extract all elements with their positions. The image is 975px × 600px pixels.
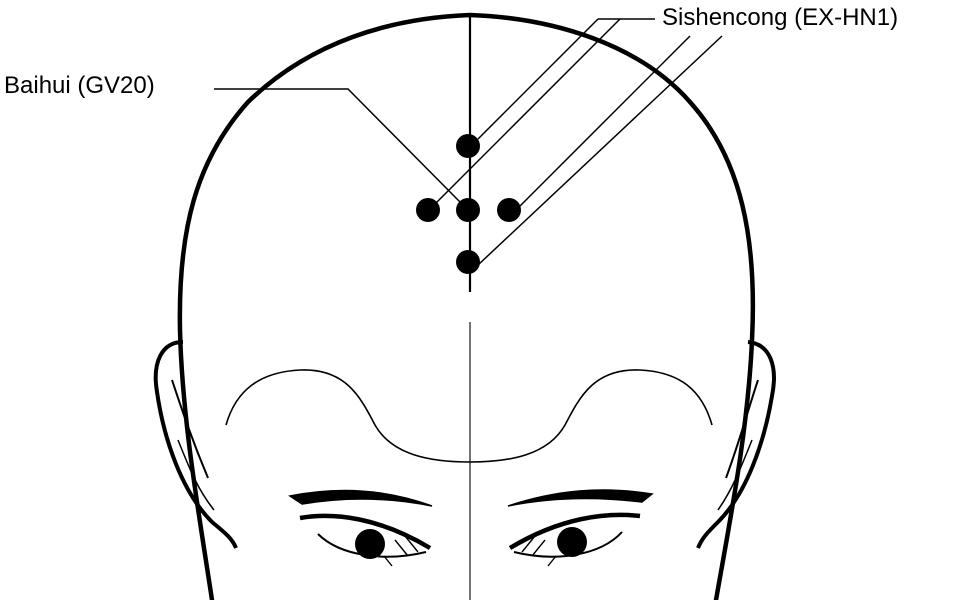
- baihui-leader-line: [214, 88, 461, 203]
- left-ear-inner: [171, 379, 209, 479]
- sishencong-point-anterior: [456, 134, 480, 158]
- left-ear: [153, 340, 238, 549]
- head-outline: [177, 12, 756, 600]
- left-eye-lashes: [383, 535, 419, 567]
- sishencong-point-left: [416, 198, 440, 222]
- right-ear-inner: [725, 379, 759, 479]
- right-eyebrow: [507, 489, 654, 507]
- right-ear-fold: [717, 439, 753, 511]
- sishencong-leader-left: [433, 18, 621, 206]
- left-ear-fold: [177, 439, 215, 511]
- left-eye-upper-lid: [299, 513, 432, 550]
- right-eye-pupil: [557, 527, 587, 557]
- hairline: [225, 369, 713, 463]
- right-eye-upper-lid: [508, 512, 641, 550]
- right-eye-lashes: [521, 535, 557, 567]
- sishencong-point-right: [497, 198, 521, 222]
- right-ear: [696, 340, 776, 549]
- sishencong-leader-posterior: [477, 35, 723, 266]
- sishencong-leader-right: [515, 35, 691, 211]
- sishencong-leader-anterior: [477, 18, 599, 140]
- sishencong-label: Sishencong (EX-HN1): [662, 4, 899, 31]
- baihui-point: [456, 198, 480, 222]
- left-eyebrow: [288, 489, 433, 507]
- baihui-label: Baihui (GV20): [4, 72, 155, 99]
- left-eye-pupil: [355, 529, 385, 559]
- sishencong-point-posterior: [456, 250, 480, 274]
